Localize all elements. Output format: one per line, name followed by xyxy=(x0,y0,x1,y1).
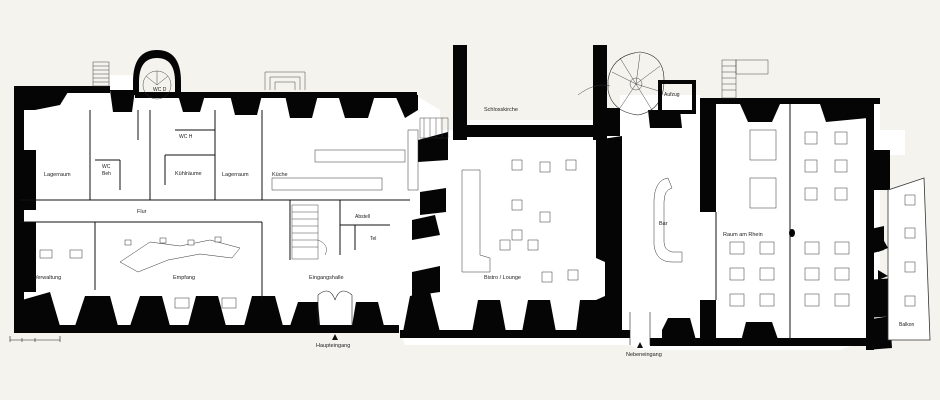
pier-n3 xyxy=(178,95,205,112)
church-wall-west xyxy=(453,45,467,140)
bar-counter xyxy=(653,177,683,263)
wall-bistro-bar xyxy=(596,136,622,330)
label-kueche: Küche xyxy=(272,172,288,178)
pier-mid2 xyxy=(412,266,440,296)
bistro-furniture xyxy=(461,159,579,283)
pier-mid3 xyxy=(418,132,448,162)
stair-hall xyxy=(291,204,327,260)
bistro-bench xyxy=(461,169,491,273)
wall-north-mid xyxy=(135,92,417,98)
kitchen-side xyxy=(407,129,419,191)
label-lagerraum-1: Lagerraum xyxy=(44,172,71,178)
pier-bar-s xyxy=(662,318,696,340)
pier-s2 xyxy=(75,296,118,326)
label-abstell: Abstell xyxy=(355,214,370,220)
label-kuehlraeume: Kühlräume xyxy=(175,171,202,177)
reception xyxy=(39,236,241,309)
pier-n2 xyxy=(110,90,135,112)
label-balkon: Balkon xyxy=(899,322,915,328)
kitchen-furniture xyxy=(271,129,419,191)
balkon-area xyxy=(878,177,931,341)
church-wall-south xyxy=(453,125,607,137)
pier-s3 xyxy=(130,296,170,326)
pier-s6 xyxy=(290,302,320,326)
label-nebeneingang: Nebeneingang xyxy=(626,352,662,358)
pier-n1 xyxy=(22,92,68,110)
scale-bar xyxy=(9,336,61,342)
reception-desk xyxy=(119,239,241,273)
pier-s5 xyxy=(244,296,283,326)
stair-church-corner xyxy=(419,117,449,139)
kitchen-counter xyxy=(314,149,406,163)
label-bar: Bar xyxy=(659,221,668,227)
label-schlosskirche: Schlosskirche xyxy=(484,107,518,113)
label-lagerraum-2: Lagerraum xyxy=(222,172,249,178)
wall-bar-north xyxy=(600,108,620,136)
stair-north-mid xyxy=(264,71,306,90)
label-wc-beh-1: WC xyxy=(102,164,111,170)
pier-s10 xyxy=(522,300,556,332)
label-wc-h: WC H xyxy=(179,134,193,140)
pier-s7 xyxy=(352,302,384,326)
label-raum-am-rhein: Raum am Rhein xyxy=(723,232,763,238)
pier-mid1 xyxy=(412,215,440,240)
pier-r-n2 xyxy=(820,104,868,122)
label-eingangshalle: Eingangshalle xyxy=(309,275,344,281)
wall-east xyxy=(866,100,874,350)
pier-r-n1 xyxy=(740,104,780,122)
pier-r-e4 xyxy=(866,316,892,350)
label-flur: Flur xyxy=(137,209,147,215)
pier-w2 xyxy=(22,222,36,292)
pier-s4 xyxy=(188,296,226,326)
label-tel: Tel xyxy=(370,236,376,242)
room-labels: Schlosskirche Aufzug WC D WC H WC Beh La… xyxy=(34,87,915,358)
pier-n4 xyxy=(230,95,262,115)
stair-tower xyxy=(142,70,172,100)
label-empfang: Empfang xyxy=(173,275,195,281)
wall-north-east xyxy=(700,98,880,104)
bar-counter-shape xyxy=(653,177,683,263)
tower-wall xyxy=(133,50,181,95)
entrance-side xyxy=(629,312,651,348)
pier-bar-n xyxy=(648,110,682,128)
wall-bar-east-2 xyxy=(700,300,716,345)
stair-north-west xyxy=(92,61,110,87)
rhein-tables xyxy=(729,131,850,307)
pier-w1 xyxy=(22,150,36,210)
pier-r-e1 xyxy=(866,150,890,190)
interior-walls xyxy=(20,104,791,340)
label-aufzug: Aufzug xyxy=(664,92,680,98)
wall-south-mid xyxy=(400,330,630,338)
pier-n6 xyxy=(338,95,375,118)
pier-mid4 xyxy=(420,188,446,215)
pier-s1 xyxy=(22,292,60,326)
window-piers xyxy=(22,90,896,350)
kitchen-counter-2 xyxy=(271,177,383,191)
pier-n5 xyxy=(285,95,318,118)
pier-r-s1 xyxy=(740,322,780,345)
wall-west xyxy=(14,86,24,332)
pier-s11 xyxy=(576,300,600,332)
pier-n7 xyxy=(395,95,418,118)
label-wc-beh-2: Beh xyxy=(102,171,111,177)
pier-s8 xyxy=(403,292,440,332)
bistro-tables xyxy=(499,159,579,283)
wall-north-west xyxy=(20,86,110,93)
pier-s9 xyxy=(472,300,506,332)
label-bistro: Bistro / Lounge xyxy=(484,275,521,281)
stair-north-east xyxy=(721,59,769,99)
rhein-furniture xyxy=(729,129,850,307)
label-verwaltung: Verwaltung xyxy=(34,275,61,281)
wall-bar-east-1 xyxy=(700,100,716,212)
label-wc-d: WC D xyxy=(153,87,167,93)
label-haupteingang: Haupteingang xyxy=(316,343,350,349)
elevator xyxy=(658,80,696,114)
entrance-main xyxy=(317,290,353,340)
wall-south-west xyxy=(14,325,399,333)
